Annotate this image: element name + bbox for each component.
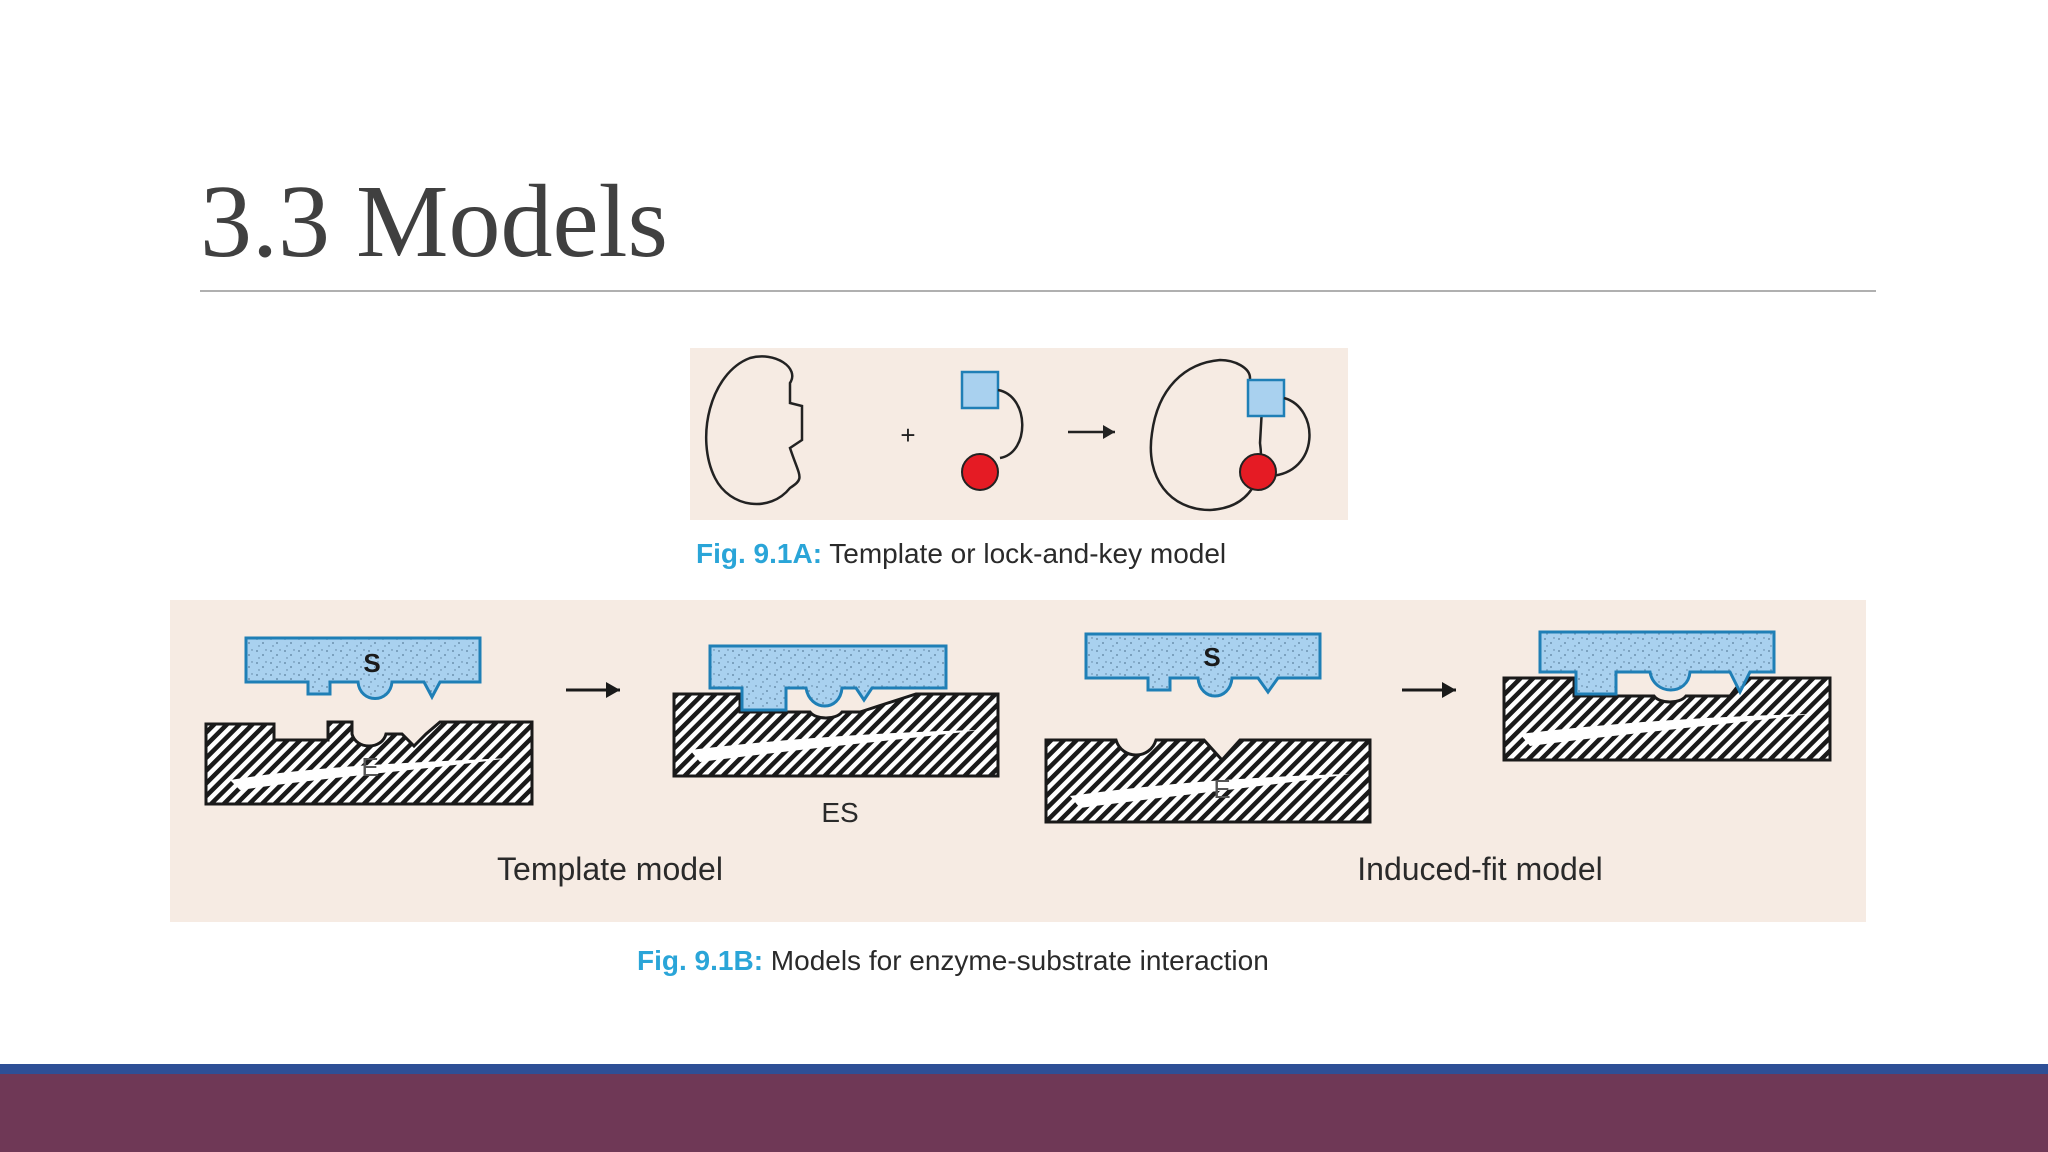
figure-b-caption: Fig. 9.1B: Models for enzyme-substrate i… bbox=[637, 945, 1269, 977]
es-label: ES bbox=[821, 797, 858, 828]
template-substrate bbox=[244, 636, 482, 701]
induced-fit-enzyme-label: E bbox=[1213, 774, 1230, 804]
induced-fit-enzyme bbox=[1044, 738, 1372, 824]
template-substrate-label: S bbox=[363, 648, 380, 678]
substrate-link bbox=[997, 388, 1024, 460]
figure-a-caption: Fig. 9.1A: Template or lock-and-key mode… bbox=[696, 538, 1226, 570]
induced-fit-complex-enzyme bbox=[1502, 676, 1832, 762]
induced-fit-substrate bbox=[1084, 632, 1322, 698]
complex-red-ball bbox=[1239, 453, 1277, 491]
slide-title: 3.3 Models bbox=[200, 164, 668, 279]
footer-bar bbox=[0, 1074, 2048, 1152]
substrate-square bbox=[960, 370, 1000, 410]
induced-fit-complex-substrate bbox=[1538, 630, 1776, 696]
complex-link bbox=[1269, 396, 1311, 478]
template-model-label: Template model bbox=[497, 851, 723, 887]
induced-fit-model-label: Induced-fit model bbox=[1357, 851, 1602, 887]
complex-enzyme-shape bbox=[1149, 358, 1264, 512]
enzyme-shape bbox=[704, 355, 804, 506]
es-complex-enzyme bbox=[672, 692, 1000, 778]
induced-fit-substrate-label: S bbox=[1203, 642, 1220, 672]
title-divider bbox=[200, 290, 1876, 292]
template-enzyme-label: E bbox=[361, 752, 378, 782]
figure-b-text: Models for enzyme-substrate interaction bbox=[763, 945, 1269, 976]
figure-b-number: Fig. 9.1B: bbox=[637, 945, 764, 976]
figure-a-text: Template or lock-and-key model bbox=[822, 538, 1227, 569]
lock-and-key-figure: + bbox=[690, 348, 1348, 520]
figure-a-number: Fig. 9.1A: bbox=[696, 538, 823, 569]
es-complex-substrate bbox=[708, 644, 948, 712]
plus-sign: + bbox=[900, 420, 915, 450]
enzyme-substrate-models-figure: S E ES Template model S E Induced-fit mo… bbox=[170, 600, 1866, 922]
footer-accent-bar bbox=[0, 1064, 2048, 1074]
complex-square bbox=[1246, 378, 1286, 418]
substrate-red-ball bbox=[961, 453, 999, 491]
